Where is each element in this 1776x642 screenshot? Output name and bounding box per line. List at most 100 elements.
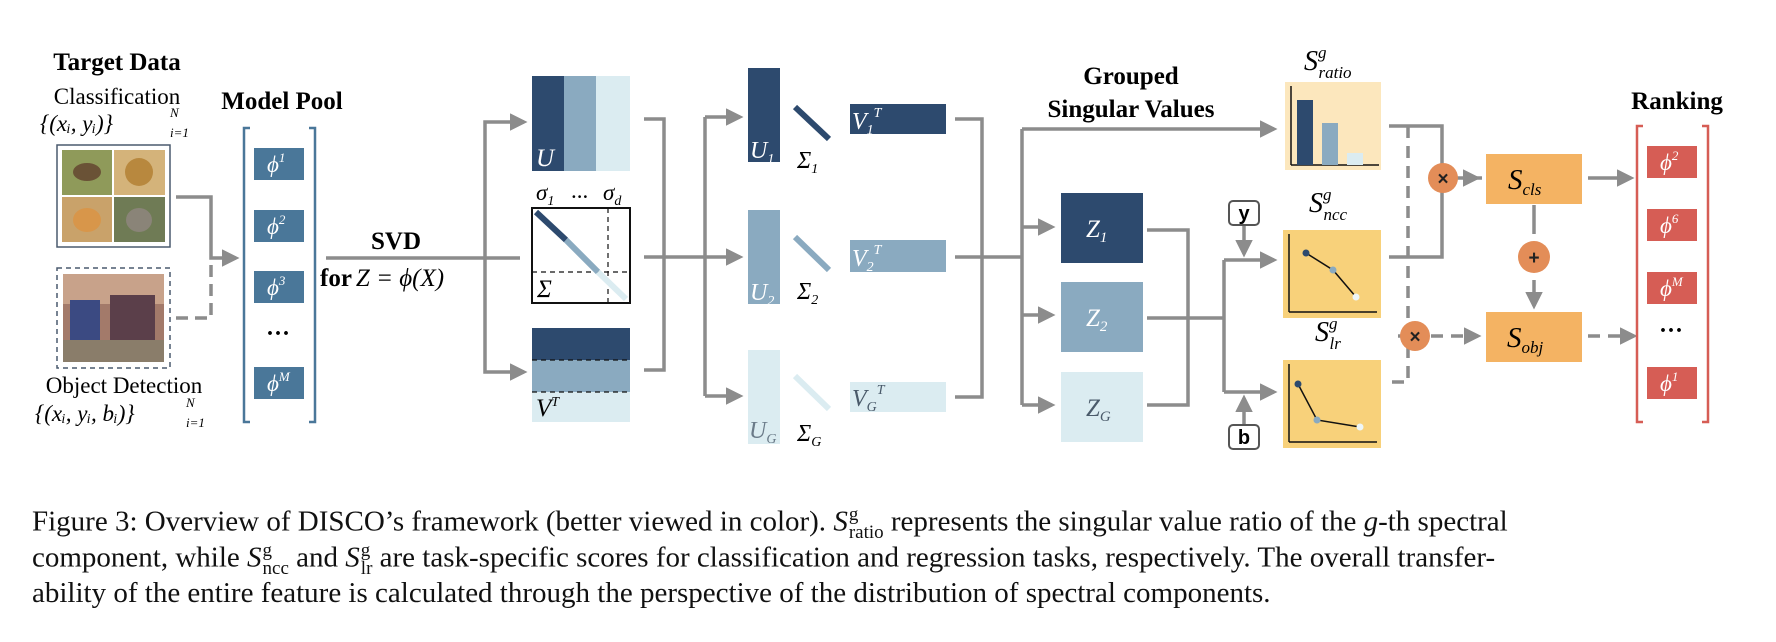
pool-bracket-left	[242, 126, 250, 424]
y-label-box: y	[1228, 200, 1260, 226]
ranking-label: ϕ1	[1660, 369, 1678, 396]
vt-matrix: VT	[532, 328, 630, 422]
svg-text:Scls: Scls	[1508, 164, 1542, 199]
ranking-section: Ranking ϕ2 ϕ6 ϕM ··· ϕ1	[1631, 88, 1723, 424]
figure-caption: Figure 3: Overview of DISCO’s framework …	[32, 504, 1508, 609]
ranking-item: ϕ2	[1647, 146, 1697, 178]
vg-label: VGT	[852, 383, 886, 415]
sigma-1-label: σ1	[536, 180, 554, 209]
sigma-matrix: σ1 ... σd Σ	[531, 178, 631, 304]
grouped-connectors	[1147, 225, 1278, 430]
ug-label: UG	[749, 418, 776, 447]
svg-text:+: +	[1528, 248, 1539, 269]
u1-block	[748, 68, 780, 162]
u1-label: U1	[750, 138, 774, 167]
model-pool-section: Model Pool ϕ1 ϕ2 ϕ3 ··· ϕM	[221, 88, 343, 424]
svg-text:×: ×	[1409, 327, 1420, 348]
sigmag-mark	[792, 373, 832, 412]
model-pool-item: ϕ3	[254, 271, 304, 303]
pool-bracket-right	[309, 126, 317, 424]
target-data-section: Target Data Classification {(xᵢ, yᵢ)} N …	[35, 49, 205, 430]
model-pool-ellipsis: ···	[266, 321, 290, 347]
zg-label: ZG	[1086, 395, 1111, 425]
sigma-dots: ...	[571, 178, 588, 203]
classification-n: N	[169, 105, 180, 120]
grouped-title-2: Singular Values	[1048, 96, 1215, 123]
plus-circle: +	[1518, 241, 1550, 273]
sigma2-label: Σ2	[796, 279, 818, 308]
detection-n: N	[185, 395, 196, 410]
v1-block	[850, 104, 946, 134]
model-pool-item: ϕ2	[254, 210, 304, 242]
sigma-d-label: σd	[603, 180, 622, 209]
ranking-label: ϕ6	[1660, 211, 1679, 238]
zg-block	[1061, 372, 1143, 442]
components-section: U1 Σ1 V1T U2 Σ2 V2T UG ΣG VGT	[748, 68, 946, 450]
sigma-label: Σ	[536, 276, 552, 303]
ranking-bracket-right	[1702, 124, 1710, 424]
times-obj-circle: ×	[1400, 321, 1430, 351]
model-pool-label: ϕ2	[267, 212, 286, 239]
caption-lead: Figure 3: Overview of DISCO’s framework …	[32, 505, 827, 538]
grouped-title-1: Grouped	[1083, 63, 1178, 90]
classification-range: i=1	[170, 125, 189, 140]
detection-label: Object Detection	[46, 373, 203, 398]
ranking-item: ϕM	[1647, 272, 1697, 304]
sigma2-mark	[792, 234, 832, 273]
svd-title: SVD	[371, 228, 421, 255]
sigmag-label: ΣG	[796, 421, 821, 450]
v2-block	[850, 240, 946, 272]
model-pool-title: Model Pool	[221, 88, 343, 115]
ranking-ellipsis: ···	[1659, 318, 1683, 344]
ranking-bracket-left	[1635, 124, 1643, 424]
ranking-title: Ranking	[1631, 88, 1723, 115]
u2-block	[748, 210, 780, 304]
classification-set: {(xᵢ, yᵢ)}	[40, 111, 113, 136]
s-obj-box: Sobj	[1486, 312, 1582, 362]
vg-block	[850, 382, 946, 412]
ranking-item: ϕ6	[1647, 209, 1697, 241]
z1-block	[1061, 193, 1143, 263]
detection-image	[56, 267, 171, 369]
svg-text:×: ×	[1437, 169, 1448, 190]
z1-label: Z1	[1086, 216, 1107, 246]
classification-label: Classification	[54, 84, 181, 109]
target-data-title: Target Data	[53, 49, 181, 76]
model-pool-item: ϕ1	[254, 148, 304, 180]
ranking-item: ϕ1	[1647, 367, 1697, 399]
sigma1-label: Σ1	[796, 148, 818, 177]
sigma1-mark	[792, 104, 832, 142]
v2-label: V2T	[852, 243, 883, 275]
u-label: U	[536, 145, 556, 172]
model-pool-label: ϕ3	[267, 273, 286, 300]
b-label-box: b	[1228, 424, 1260, 450]
svg-text:Sobj: Sobj	[1507, 322, 1544, 357]
classification-images	[56, 144, 171, 248]
u-matrix: U	[532, 76, 630, 172]
vt-label: VT	[536, 395, 560, 422]
ug-block	[748, 350, 780, 444]
z2-block	[1061, 282, 1143, 352]
ranking-item: ···	[1659, 318, 1683, 344]
grouped-section: Grouped Singular Values Z1 Z2 ZG	[1048, 63, 1215, 442]
model-pool-label: ϕ1	[267, 150, 285, 177]
components-connectors	[955, 117, 1278, 414]
model-pool-label: ϕM	[267, 369, 291, 396]
ranking-label: ϕM	[1660, 274, 1684, 301]
times-cls-circle: ×	[1428, 163, 1458, 193]
ranking-label: ϕ2	[1660, 148, 1679, 175]
detection-set: {(xᵢ, yᵢ, bᵢ)}	[35, 401, 135, 426]
detection-range: i=1	[186, 415, 205, 430]
z2-label: Z2	[1086, 305, 1108, 335]
v1-label: V1T	[852, 106, 883, 138]
u2-label: U2	[750, 280, 774, 309]
svg-text:b: b	[1238, 427, 1250, 449]
